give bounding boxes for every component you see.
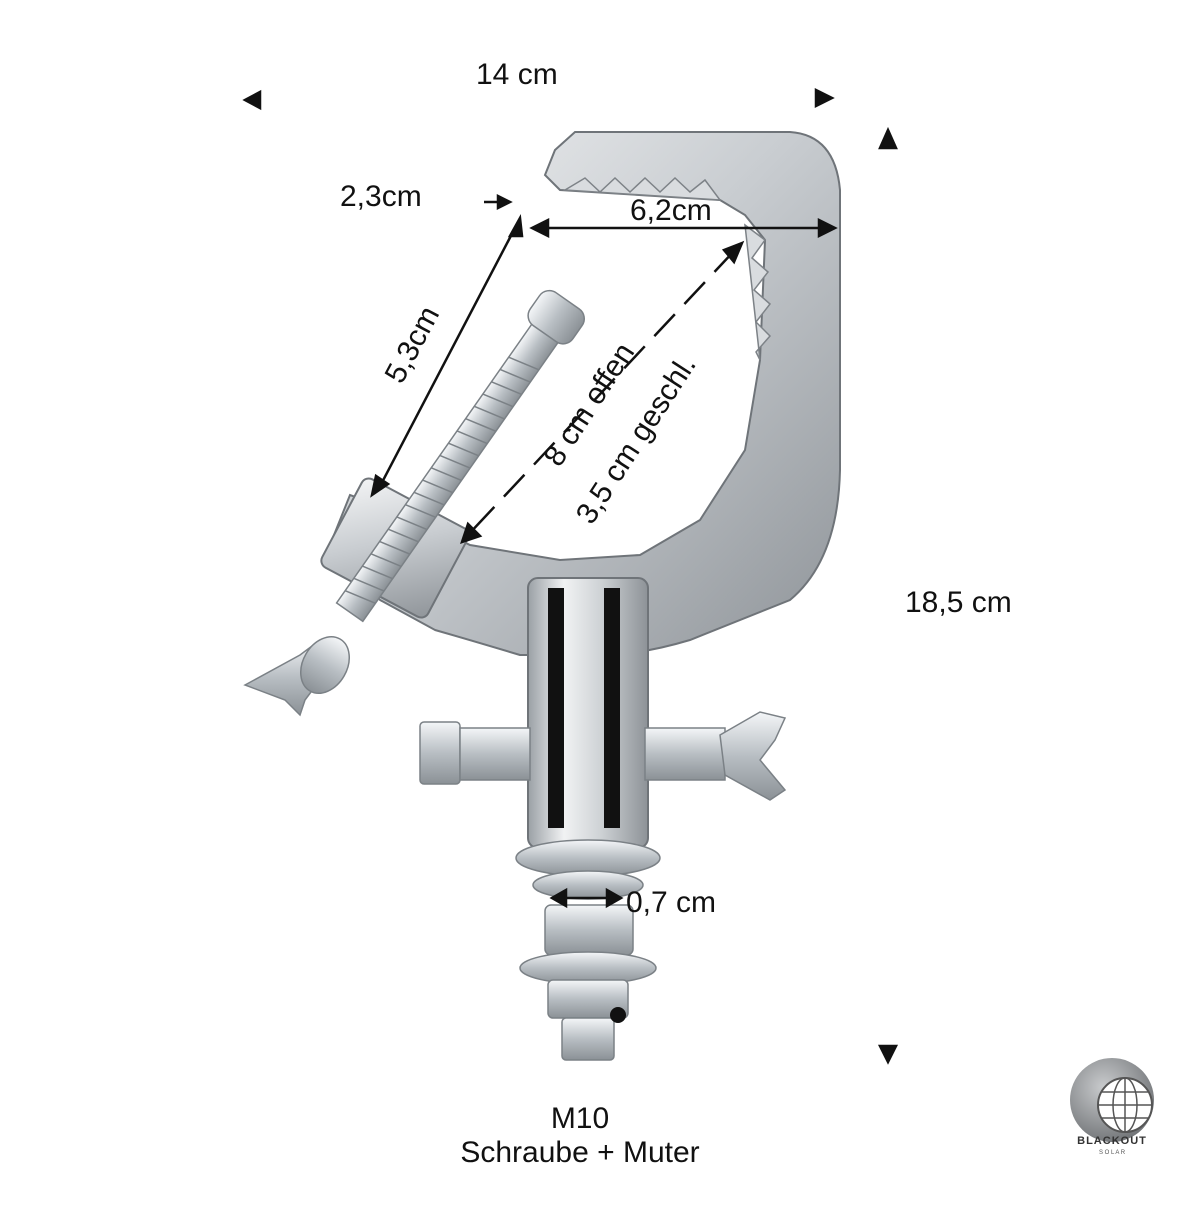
- spigot-slot-left: [548, 588, 564, 828]
- label-jaw-width: 6,2cm: [630, 194, 712, 227]
- spigot: [527, 577, 649, 849]
- arrow-opening: [467, 249, 736, 536]
- bottom-bolt: [515, 839, 661, 1061]
- cross-bolt: [419, 711, 787, 801]
- arrow-width-right: [814, 87, 835, 109]
- arrow-height-top: [878, 126, 898, 150]
- caption-thread: M10: [550, 1102, 610, 1135]
- clamping-screw: [335, 289, 586, 623]
- jaw-teeth-side: [744, 223, 772, 361]
- blackout-logo: [1070, 1058, 1154, 1142]
- arrow-side-length: [376, 227, 517, 491]
- jaw-teeth-top: [562, 176, 722, 201]
- label-jaw-depth: 2,3cm: [340, 180, 422, 213]
- dimension-arrows: [242, 87, 899, 1065]
- label-width-total: 14 cm: [476, 58, 558, 91]
- arrow-height-bottom: [877, 1044, 899, 1065]
- logo-text: BLACKOUT: [1077, 1135, 1147, 1147]
- logo-subtext: S O L A R: [1098, 1150, 1126, 1156]
- arrow-width-left: [242, 89, 262, 111]
- label-height-total: 18,5 cm: [905, 586, 1012, 619]
- label-bolt-diameter: 0,7 cm: [626, 886, 717, 919]
- wing-nut-left: [243, 636, 350, 717]
- caption-hardware: Schraube + Muter: [460, 1136, 700, 1169]
- spigot-slot-right: [604, 588, 620, 828]
